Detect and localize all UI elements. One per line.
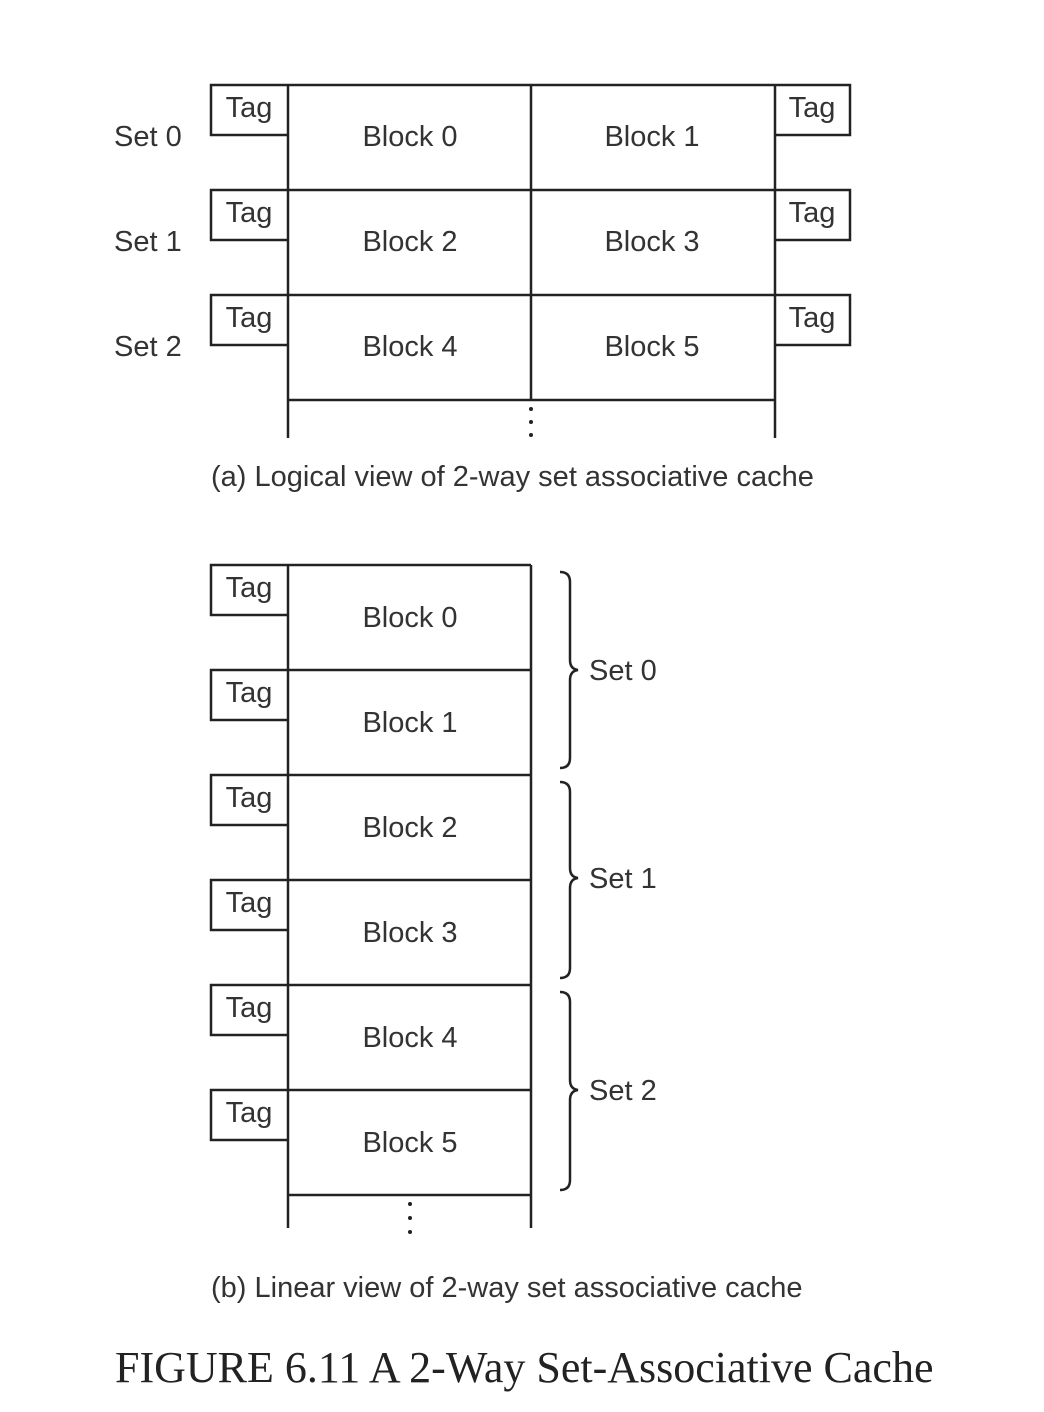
tag-box <box>209 188 288 242</box>
tag-label: Tag <box>226 197 273 229</box>
tag-box <box>775 83 852 137</box>
tag-label: Tag <box>226 887 273 919</box>
tag-box <box>209 563 288 617</box>
linear-view <box>209 563 579 1234</box>
block-label: Block 4 <box>362 331 457 363</box>
set-label: Set 0 <box>114 121 182 153</box>
set-brace <box>559 570 579 770</box>
continuation-dots <box>408 1202 412 1234</box>
continuation-dots <box>529 407 533 437</box>
block-label: Block 3 <box>362 917 457 949</box>
block-label: Block 2 <box>362 812 457 844</box>
caption-a: (a) Logical view of 2-way set associativ… <box>211 461 814 493</box>
tag-box <box>209 773 288 827</box>
block-label: Block 3 <box>604 226 699 258</box>
block-label: Block 1 <box>604 121 699 153</box>
tag-label: Tag <box>226 92 273 124</box>
tag-box <box>209 878 288 932</box>
set-label: Set 2 <box>114 331 182 363</box>
tag-label: Tag <box>226 302 273 334</box>
block-label: Block 0 <box>362 602 457 634</box>
set-brace <box>559 780 579 980</box>
tag-label: Tag <box>226 677 273 709</box>
set-label: Set 1 <box>589 863 657 895</box>
tag-box <box>775 293 852 347</box>
block-label: Block 5 <box>604 331 699 363</box>
tag-label: Tag <box>226 1097 273 1129</box>
tag-label: Tag <box>789 302 836 334</box>
tag-label: Tag <box>226 992 273 1024</box>
tag-label: Tag <box>226 572 273 604</box>
tag-label: Tag <box>789 92 836 124</box>
block-label: Block 0 <box>362 121 457 153</box>
tag-box <box>775 188 852 242</box>
figure-title: FIGURE 6.11 A 2-Way Set-Associative Cach… <box>115 1343 934 1392</box>
tag-box <box>209 983 288 1037</box>
block-label: Block 5 <box>362 1127 457 1159</box>
logical-view <box>209 83 852 438</box>
tag-label: Tag <box>789 197 836 229</box>
set-label: Set 2 <box>589 1075 657 1107</box>
tag-box <box>209 83 288 137</box>
caption-b: (b) Linear view of 2-way set associative… <box>211 1272 803 1304</box>
tag-label: Tag <box>226 782 273 814</box>
set-brace <box>559 990 579 1192</box>
logical-view-labels: Set 0 Set 1 Set 2 Tag Tag Tag Tag Tag Ta… <box>114 92 835 493</box>
tag-box <box>209 1088 288 1142</box>
block-label: Block 1 <box>362 707 457 739</box>
tag-box <box>209 293 288 347</box>
tag-box <box>209 668 288 722</box>
block-label: Block 4 <box>362 1022 457 1054</box>
set-label: Set 1 <box>114 226 182 258</box>
linear-view-labels: Tag Tag Tag Tag Tag Tag Block 0 Block 1 … <box>211 572 803 1304</box>
block-label: Block 2 <box>362 226 457 258</box>
set-label: Set 0 <box>589 655 657 687</box>
